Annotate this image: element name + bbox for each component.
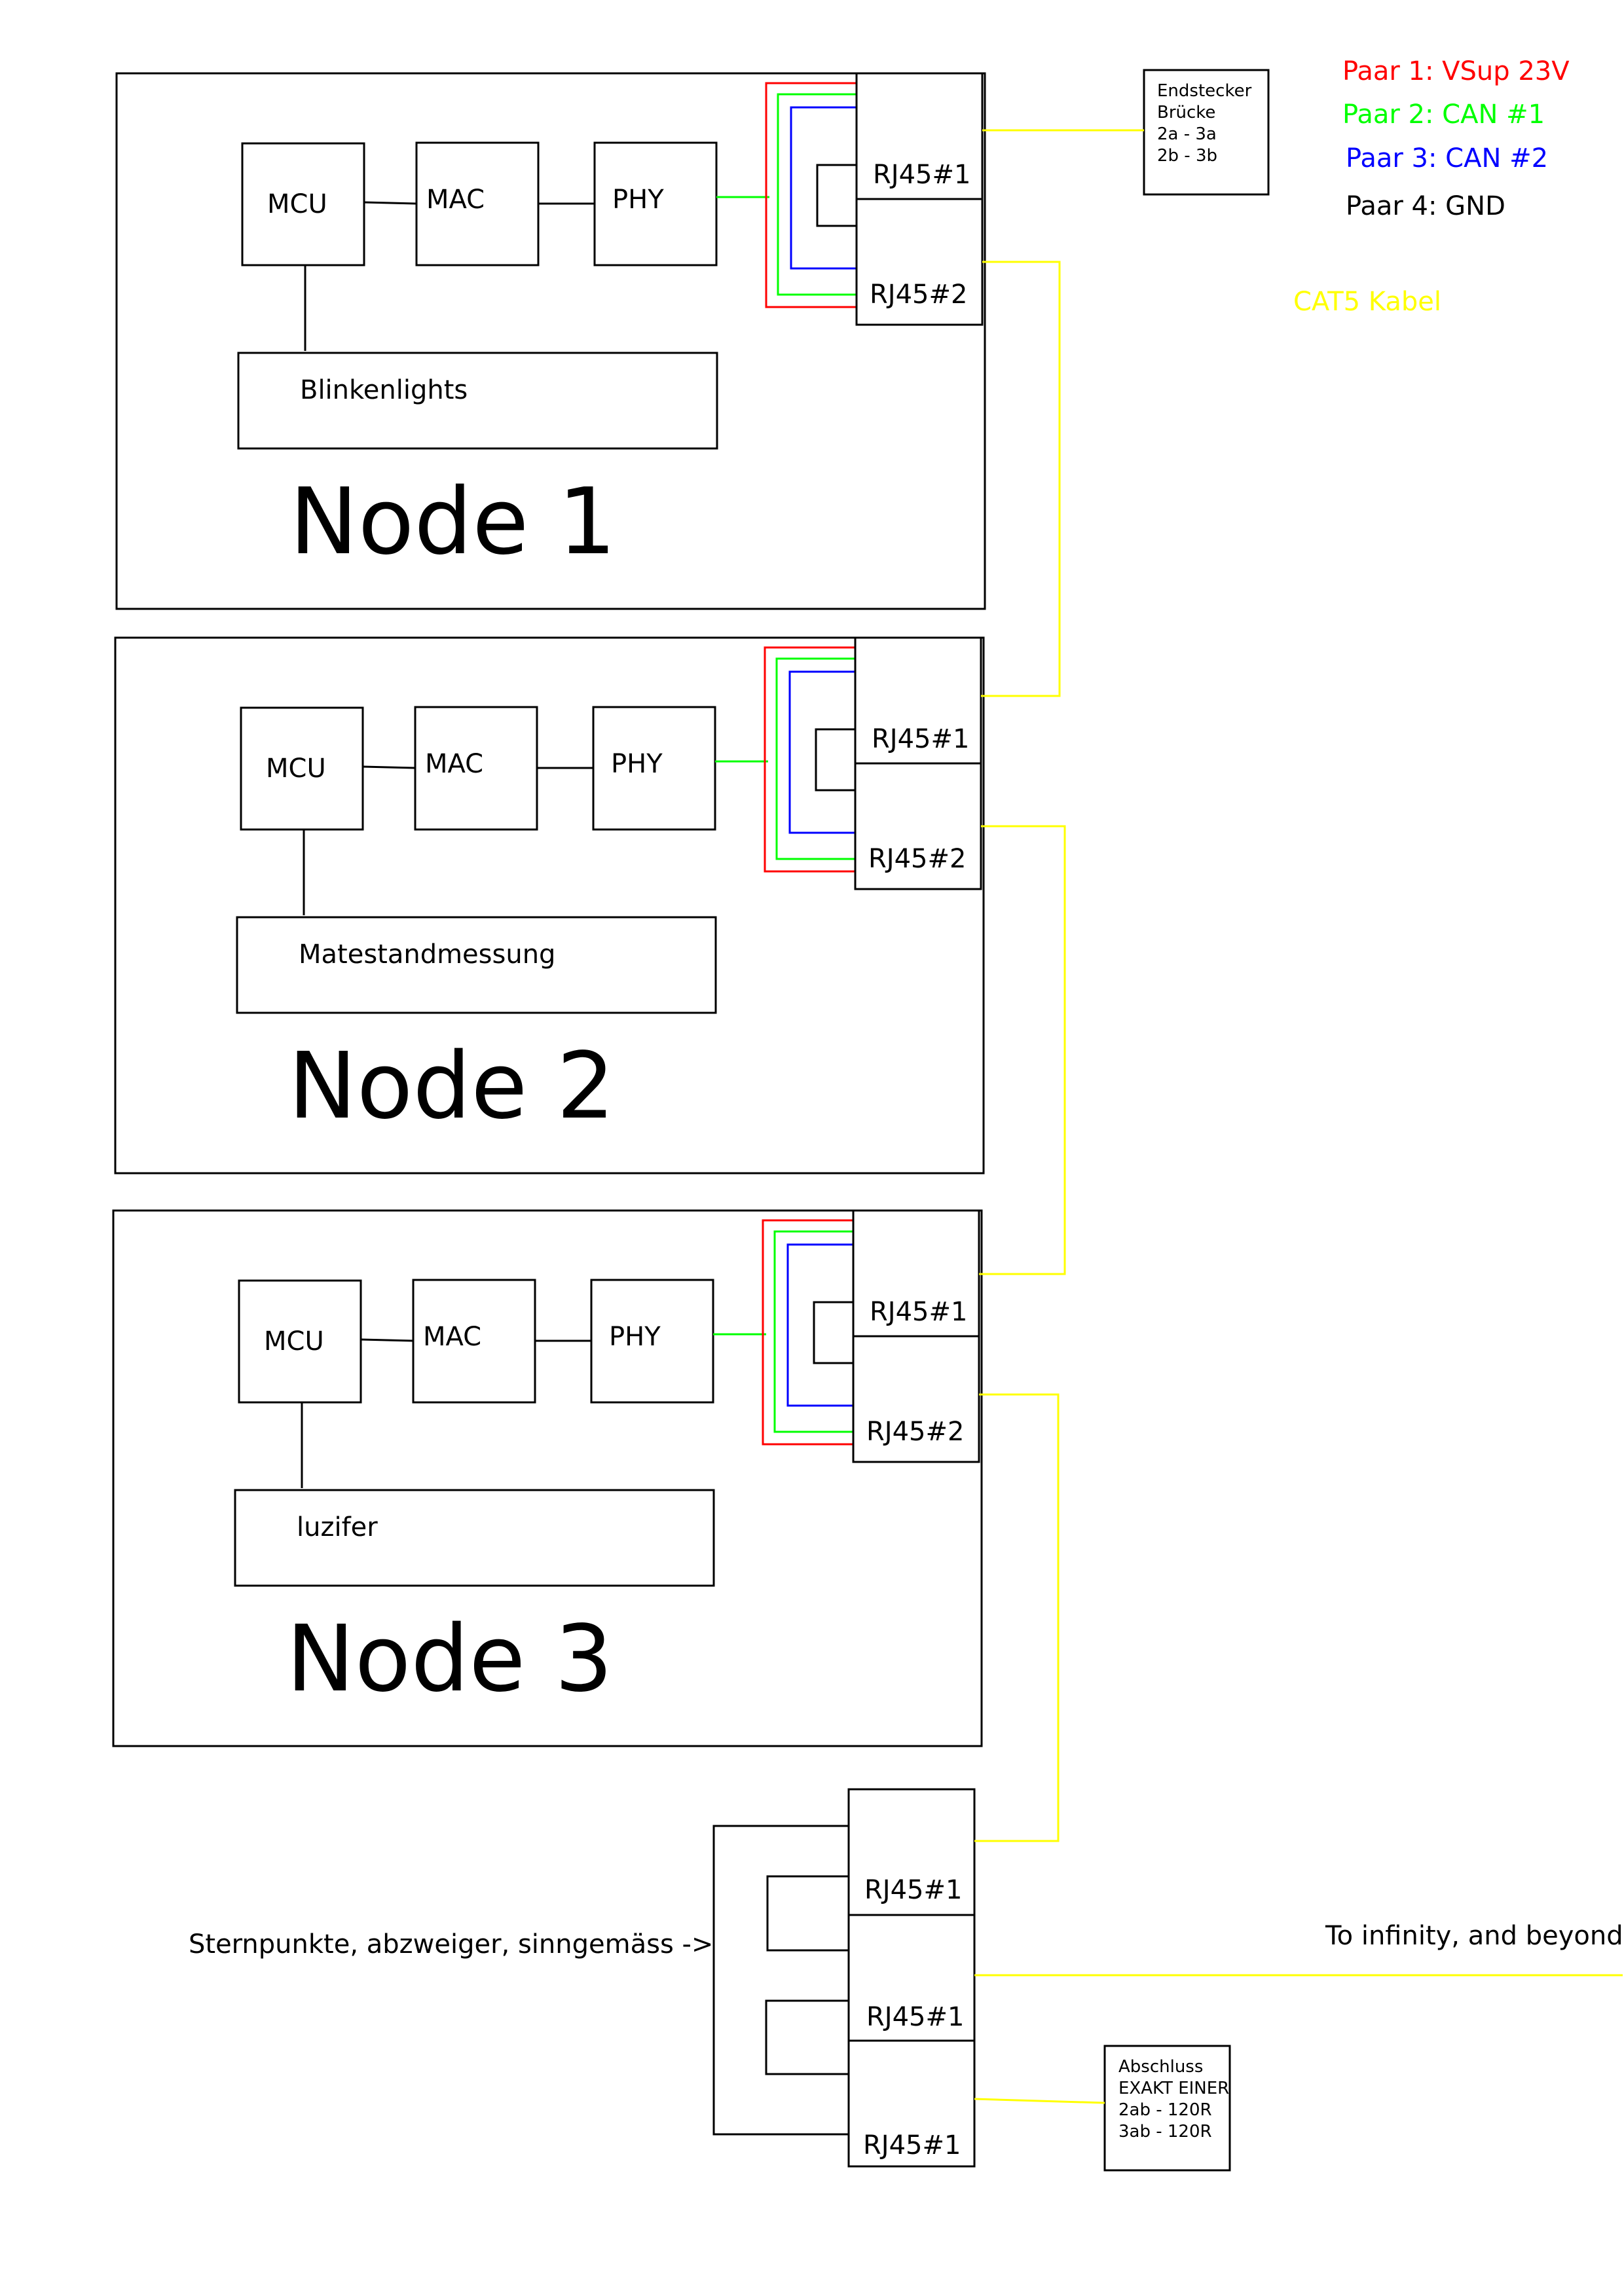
termination-line-4: 3ab - 120R [1118,2122,1212,2141]
node-1-app [237,352,718,450]
node-3-rj45-1-label: RJ45#1 [870,1297,967,1327]
cable-termination [974,2098,1105,2104]
cable-node1-node2 [981,261,1061,697]
cat5-cables [974,129,1623,2104]
node-3-mac-label: MAC [423,1322,481,1352]
node-2-mac-label: MAC [425,749,483,779]
node-1-phy-label: PHY [612,185,664,215]
termination-box: Abschluss EXAKT EINER 2ab - 120R 3ab - 1… [1103,2045,1231,2172]
node-2-app-label: Matestandmessung [299,939,555,970]
node-2-mcu [240,706,364,831]
termination-line-1: Abschluss [1118,2057,1203,2077]
node-3-title: Node 3 [286,1606,613,1713]
endstecker-line-3: 2a - 3a [1157,124,1217,144]
termination-line-3: 2ab - 120R [1118,2100,1212,2120]
node-3: MCU MAC PHY luzifer Node 3 RJ45#1 RJ45#2 [112,1209,983,1747]
node-3-rj45-2-label: RJ45#2 [866,1417,964,1447]
node-3-mcu [238,1279,362,1404]
node-3-mcu-label: MCU [264,1326,324,1357]
node-2-app [236,916,717,1014]
node-1-title: Node 1 [289,469,616,575]
star-port-1-label: RJ45#1 [864,1875,962,1905]
endstecker-line-4: 2b - 3b [1157,146,1217,166]
node-1-rj45-2-label: RJ45#2 [870,280,967,310]
legend-pair4: Paar 4: GND [1346,191,1505,221]
star-port-3-label: RJ45#1 [863,2130,961,2160]
node-1-rj45-1-label: RJ45#1 [873,160,970,190]
endstecker-line-1: Endstecker [1157,81,1252,101]
node-2-frame [114,636,985,1175]
cable-node2-node3 [979,825,1066,1275]
endstecker-line-2: Brücke [1157,103,1215,122]
legend-cable: CAT5 Kabel [1293,287,1441,317]
legend-pair2: Paar 2: CAN #1 [1342,100,1545,130]
star-port-2-label: RJ45#1 [866,2002,964,2032]
termination-line-2: EXAKT EINER [1118,2079,1229,2098]
cable-node3-star [974,1393,1060,1842]
node-1-app-label: Blinkenlights [300,375,468,405]
node-1-mcu-label: MCU [267,189,327,219]
node-1-mac-label: MAC [426,185,485,215]
node-2: MCU MAC PHY Matestandmessung Node 2 RJ45… [114,636,985,1175]
node-1-frame [115,72,986,610]
node-3-frame [112,1209,983,1747]
infinity-label: To infinity, and beyond [1325,1921,1623,1951]
node-2-rj45-2-label: RJ45#2 [868,844,966,874]
star-point: Sternpunkte, abzweiger, sinngemäss -> RJ… [189,1788,1623,2168]
legend-pair3: Paar 3: CAN #2 [1346,143,1548,173]
node-3-phy-label: PHY [609,1322,661,1352]
node-3-rj45-2 [852,1335,980,1463]
node-1: MCU MAC PHY Blinkenlights Node 1 RJ45#1 … [115,72,986,610]
node-3-app [234,1489,715,1587]
endstecker-box: Endstecker Brücke 2a - 3a 2b - 3b [1143,69,1270,196]
node-2-phy-label: PHY [611,749,663,779]
node-2-mcu-label: MCU [266,754,326,784]
node-2-rj45-1-label: RJ45#1 [872,724,969,754]
node-1-mcu [241,142,365,266]
legend-pair1: Paar 1: VSup 23V [1342,56,1570,86]
node-3-app-label: luzifer [297,1512,378,1542]
node-2-title: Node 2 [288,1033,615,1140]
star-label: Sternpunkte, abzweiger, sinngemäss -> [189,1929,713,1959]
star-port-3 [847,2039,976,2168]
